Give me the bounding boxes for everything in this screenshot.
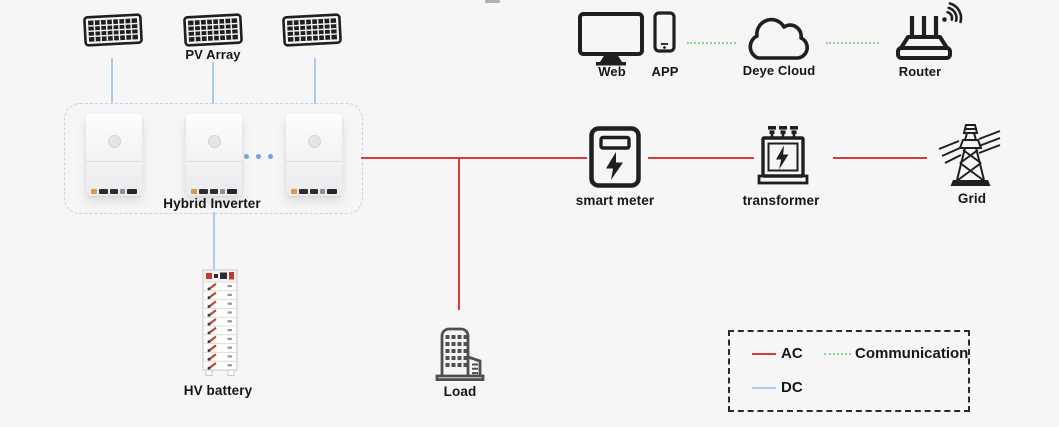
legend-dc-swatch bbox=[752, 387, 776, 389]
smart-meter-icon bbox=[589, 126, 641, 188]
solar-panel-icon bbox=[183, 13, 243, 47]
legend-ac-label: AC bbox=[781, 345, 803, 362]
hv-battery-label: HV battery bbox=[183, 383, 253, 398]
dc-line-pv1-inverter bbox=[111, 58, 113, 104]
inverter-ports bbox=[191, 188, 237, 194]
battery-rack-icon bbox=[202, 269, 238, 376]
load-label: Load bbox=[443, 384, 477, 399]
legend-dc-label: DC bbox=[781, 379, 803, 396]
transformer-icon bbox=[757, 126, 809, 185]
hybrid-inverter-label: Hybrid Inverter bbox=[163, 196, 261, 211]
inverter-unit-icon bbox=[286, 114, 342, 196]
ac-line-inverter-meter bbox=[361, 157, 587, 159]
inverter-logo-dot bbox=[207, 135, 221, 148]
solar-panel-icon bbox=[282, 13, 342, 47]
inverter-divider bbox=[286, 161, 342, 162]
router-wifi-icon bbox=[896, 2, 963, 60]
legend-ac-swatch bbox=[752, 353, 776, 355]
legend-communication-swatch bbox=[824, 353, 851, 355]
app-label: APP bbox=[651, 64, 679, 79]
grid-label: Grid bbox=[957, 191, 987, 206]
dc-line-inverter-battery bbox=[213, 212, 215, 269]
legend-communication-label: Communication bbox=[855, 345, 969, 362]
comm-line-app-cloud bbox=[687, 42, 736, 44]
transmission-tower-icon bbox=[938, 124, 1001, 186]
cloud-icon bbox=[748, 17, 809, 60]
web-label: Web bbox=[598, 64, 626, 79]
inverter-divider bbox=[186, 161, 242, 162]
smartphone-icon bbox=[653, 11, 676, 53]
ellipsis-dot bbox=[256, 154, 261, 159]
inverter-ports bbox=[91, 188, 137, 194]
comm-line-cloud-router bbox=[826, 42, 879, 44]
ac-line-branch-load bbox=[458, 158, 460, 310]
legend-box: AC Communication DC bbox=[728, 330, 970, 412]
ac-line-meter-transformer bbox=[648, 157, 754, 159]
ac-line-transformer-grid bbox=[833, 157, 927, 159]
inverter-divider bbox=[86, 161, 142, 162]
solar-panel-icon bbox=[83, 13, 143, 47]
ellipsis-dot bbox=[268, 154, 273, 159]
router-label: Router bbox=[898, 64, 942, 79]
transformer-label: transformer bbox=[742, 193, 820, 208]
inverter-logo-dot bbox=[307, 135, 321, 148]
deye-cloud-label: Deye Cloud bbox=[742, 63, 816, 78]
ellipsis-dot bbox=[244, 154, 249, 159]
dc-line-pv3-inverter bbox=[314, 58, 316, 104]
dc-line-pv2-inverter bbox=[212, 62, 214, 104]
smart-meter-label: smart meter bbox=[575, 193, 655, 208]
inverter-ports bbox=[291, 188, 337, 194]
inverter-logo-dot bbox=[107, 135, 121, 148]
pv-array-label: PV Array bbox=[185, 47, 241, 62]
cropped-text-artifact bbox=[485, 0, 500, 3]
inverter-unit-icon bbox=[86, 114, 142, 196]
inverter-unit-icon bbox=[186, 114, 242, 196]
monitor-icon bbox=[578, 12, 644, 66]
building-icon bbox=[435, 327, 485, 381]
